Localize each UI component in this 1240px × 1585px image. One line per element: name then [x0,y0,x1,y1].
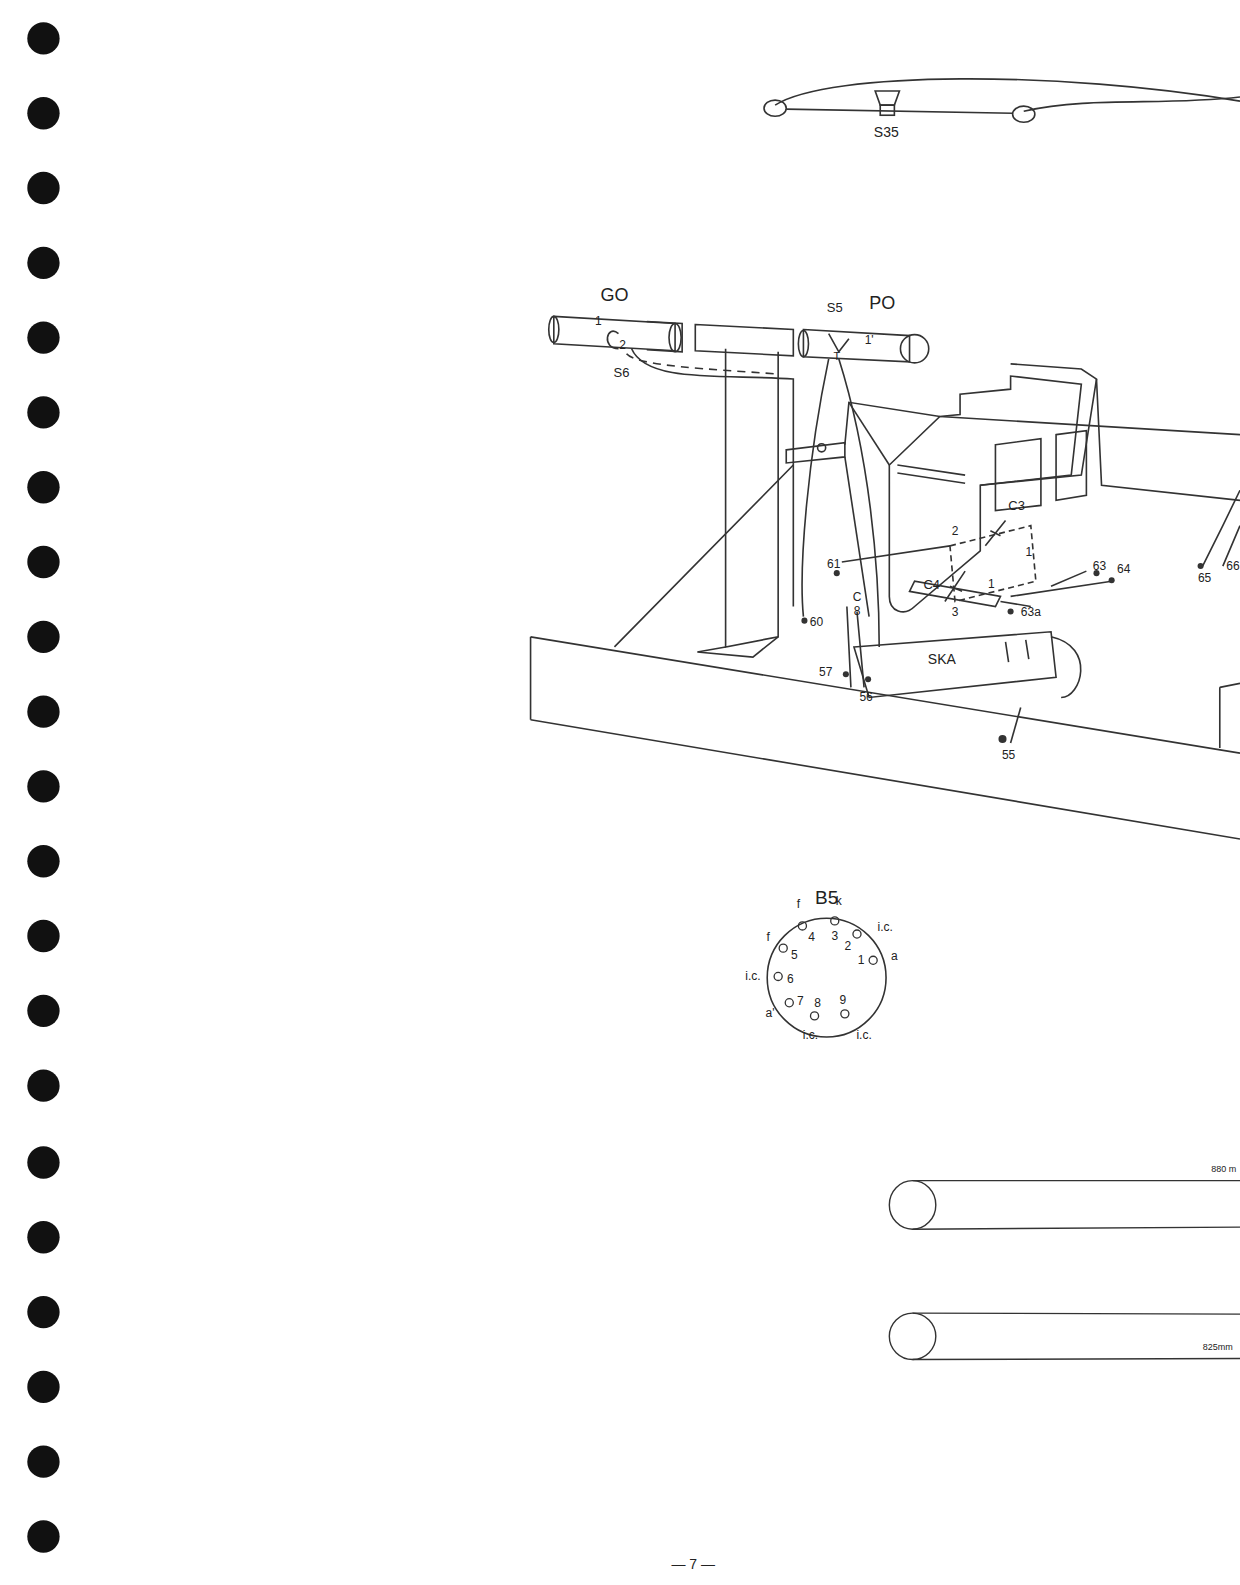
callout-label: i.c. [803,1029,818,1041]
callout-label: 1 [1025,546,1032,558]
callout-label: 56 [859,691,872,703]
callout-label: 880 m [1211,1165,1236,1174]
callout-label: 9 [839,994,846,1006]
callout-label: T [833,350,840,361]
callout-label: a [891,950,898,962]
callout-label: 1 [595,315,602,327]
callout-label: S35 [874,125,899,139]
tube-socket: B5 [766,917,887,1038]
callout-label: 55 [1002,749,1015,761]
callout-label: f [766,931,769,943]
socket-title: B5 [815,887,838,909]
callout-label: 60 [810,616,823,628]
callout-label: k [836,895,842,907]
callout-label: 1 [858,954,865,966]
callout-label: SKA [928,652,956,666]
callout-label: C3 [1008,499,1025,512]
callout-label: a' [766,1007,775,1019]
callout-label: PO [869,294,895,312]
callout-label: 8 [814,997,821,1009]
callout-label: 2 [952,525,959,537]
callout-label: 1' [865,334,874,346]
callout-label: 2 [845,940,852,952]
callout-label: C4 [923,578,940,591]
callout-label: 6 [787,973,794,985]
callout-label: 63a [1021,606,1041,618]
callout-label: 825mm [1203,1343,1233,1352]
callout-label: 57 [819,666,832,678]
callout-label: 66 [1226,560,1239,572]
socket-outline [766,917,887,1038]
callout-label: 1 [988,578,995,590]
callout-label: 4 [808,931,815,943]
callout-label: 63 [1093,560,1106,572]
callout-label: 64 [1117,563,1130,575]
callout-label: S6 [614,365,630,378]
callout-label: f [797,898,800,910]
callout-label: 7 [797,995,804,1007]
callout-label: — 7 — [671,1557,715,1571]
callout-label: S5 [827,301,843,314]
callout-label: 65 [1198,572,1211,584]
callout-label: 61 [827,558,840,570]
callout-label: i.c. [745,970,760,982]
callout-label: C [853,591,862,603]
callout-label: 3 [952,606,959,618]
callout-label: 3 [831,930,838,942]
callout-label: 5 [791,949,798,961]
callout-label: i.c. [856,1029,871,1041]
callout-label: i.c. [878,921,893,933]
callout-label: GO [600,286,628,304]
callout-label: 2 [619,339,626,351]
callout-label: 8 [854,605,861,617]
